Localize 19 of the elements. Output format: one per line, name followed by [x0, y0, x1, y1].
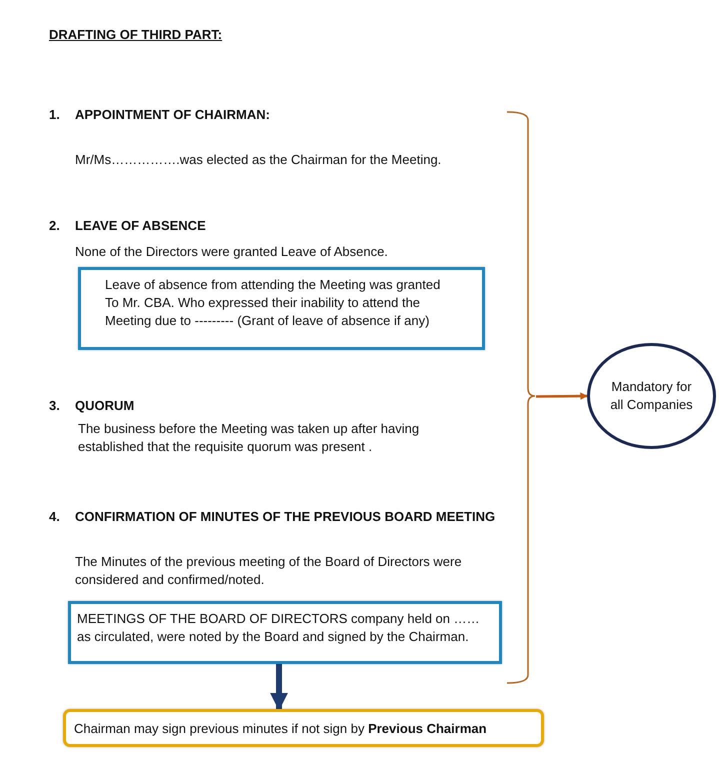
- item-number: 2.: [49, 217, 60, 235]
- item-number: 1.: [49, 106, 60, 124]
- body-text: None of the Directors were granted Leave of Absence.: [75, 243, 388, 261]
- note-box: Leave of absence from attending the Meeting was granted To Mr. CBA. Who expressed their inability to attend the Meeting due to --------- (Grant of leave of absence if any): [78, 267, 485, 350]
- arrow: [536, 392, 588, 400]
- body-text: The Minutes of the previous meeting of the Board of Directors were considered and confirmed/noted.: [75, 553, 463, 589]
- section-heading: QUORUM: [75, 397, 134, 415]
- note-box: Chairman may sign previous minutes if not sign by Previous Chairman: [63, 709, 544, 747]
- section-heading: APPOINTMENT OF CHAIRMAN:: [75, 106, 270, 124]
- body-text: Mr/Ms…………….was elected as the Chairman for the Meeting.: [75, 151, 442, 169]
- arrow: [270, 664, 288, 711]
- heading: DRAFTING OF THIRD PART:: [49, 26, 222, 44]
- section-heading: CONFIRMATION OF MINUTES OF THE PREVIOUS BOARD MEETING: [75, 508, 496, 526]
- oval-node: Mandatory for all Companies: [587, 343, 716, 449]
- item-number: 4.: [49, 508, 60, 526]
- note-box: MEETINGS OF THE BOARD OF DIRECTORS company held on …… as circulated, were noted by the Board and signed by the Chairman.: [68, 601, 502, 664]
- body-text: The business before the Meeting was taken up after having established that the requisite quorum was present .: [78, 420, 420, 456]
- section-heading: LEAVE OF ABSENCE: [75, 217, 206, 235]
- item-number: 3.: [49, 397, 60, 415]
